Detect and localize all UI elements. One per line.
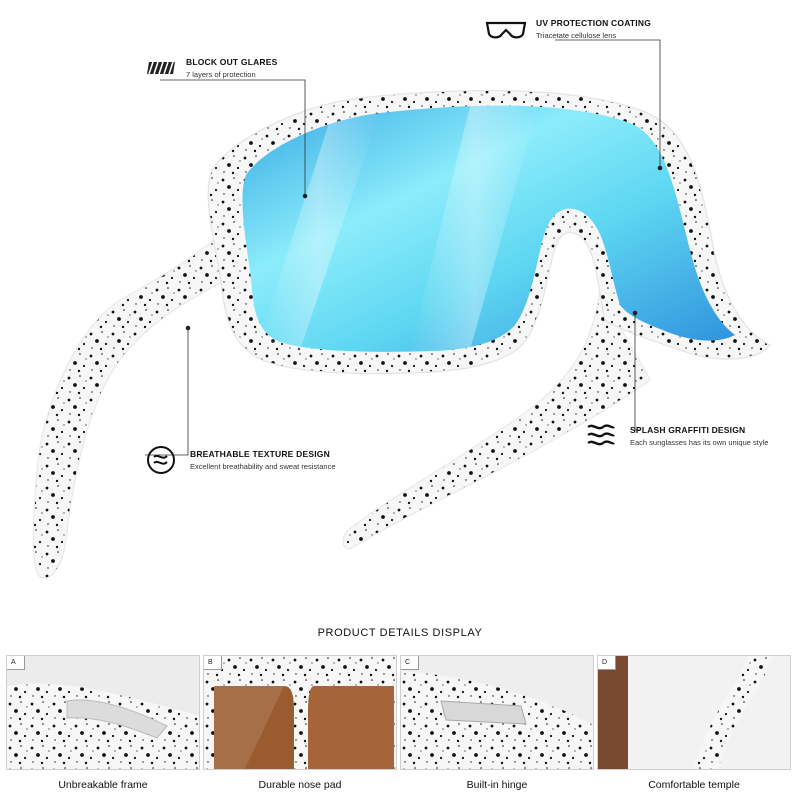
block-glares-callout: BLOCK OUT GLARES 7 layers of protection <box>186 57 278 79</box>
detail-letter: A <box>7 656 25 670</box>
right-temple-arm <box>342 288 651 550</box>
product-details-row: A Unbreakable frame B Durable nose pad C… <box>0 655 800 800</box>
breathable-circle-icon <box>147 446 175 474</box>
callout-subtitle: Excellent breathability and sweat resist… <box>190 462 336 471</box>
sunglasses-product-image <box>32 39 771 579</box>
detail-caption: Unbreakable frame <box>58 779 148 791</box>
callout-subtitle: Triacetate cellulose lens <box>536 31 617 40</box>
uv-protection-callout: UV PROTECTION COATING Triacetate cellulo… <box>536 18 651 40</box>
striped-lens-icon <box>147 61 175 75</box>
uv-callout-line <box>555 39 661 168</box>
callout-title: BLOCK OUT GLARES <box>186 57 278 67</box>
detail-letter: B <box>204 656 222 670</box>
callout-subtitle: 7 layers of protection <box>186 70 256 79</box>
callout-subtitle: Each sunglasses has its own unique style <box>630 438 769 447</box>
callout-title: SPLASH GRAFFITI DESIGN <box>630 425 746 435</box>
callout-title: UV PROTECTION COATING <box>536 18 652 28</box>
callout-title: BREATHABLE TEXTURE DESIGN <box>190 449 330 459</box>
detail-panel-frame: A Unbreakable frame <box>6 655 200 800</box>
detail-letter: C <box>401 656 419 670</box>
splash-graffiti-callout: SPLASH GRAFFITI DESIGN Each sunglasses h… <box>630 425 768 447</box>
breathable-callout-line <box>145 328 189 456</box>
detail-panel-hinge: C Built-in hinge <box>400 655 594 800</box>
glare-callout-line <box>160 79 306 196</box>
detail-panel-nose-pad: B Durable nose pad <box>203 655 397 800</box>
detail-caption: Built-in hinge <box>466 779 528 791</box>
detail-image: D <box>597 655 791 770</box>
wavy-lines-icon <box>587 424 615 446</box>
glasses-outline-icon <box>485 21 527 39</box>
detail-caption: Durable nose pad <box>258 779 342 791</box>
breathable-design-callout: BREATHABLE TEXTURE DESIGN Excellent brea… <box>190 449 336 471</box>
detail-image: C <box>400 655 594 770</box>
left-temple-arm <box>32 230 226 579</box>
section-title: PRODUCT DETAILS DISPLAY <box>317 627 483 639</box>
splash-callout-line <box>634 313 640 431</box>
detail-panel-temple: D Comfortable temple <box>597 655 791 800</box>
detail-image: A <box>6 655 200 770</box>
detail-caption: Comfortable temple <box>648 779 740 791</box>
detail-image: B <box>203 655 397 770</box>
detail-letter: D <box>598 656 616 670</box>
